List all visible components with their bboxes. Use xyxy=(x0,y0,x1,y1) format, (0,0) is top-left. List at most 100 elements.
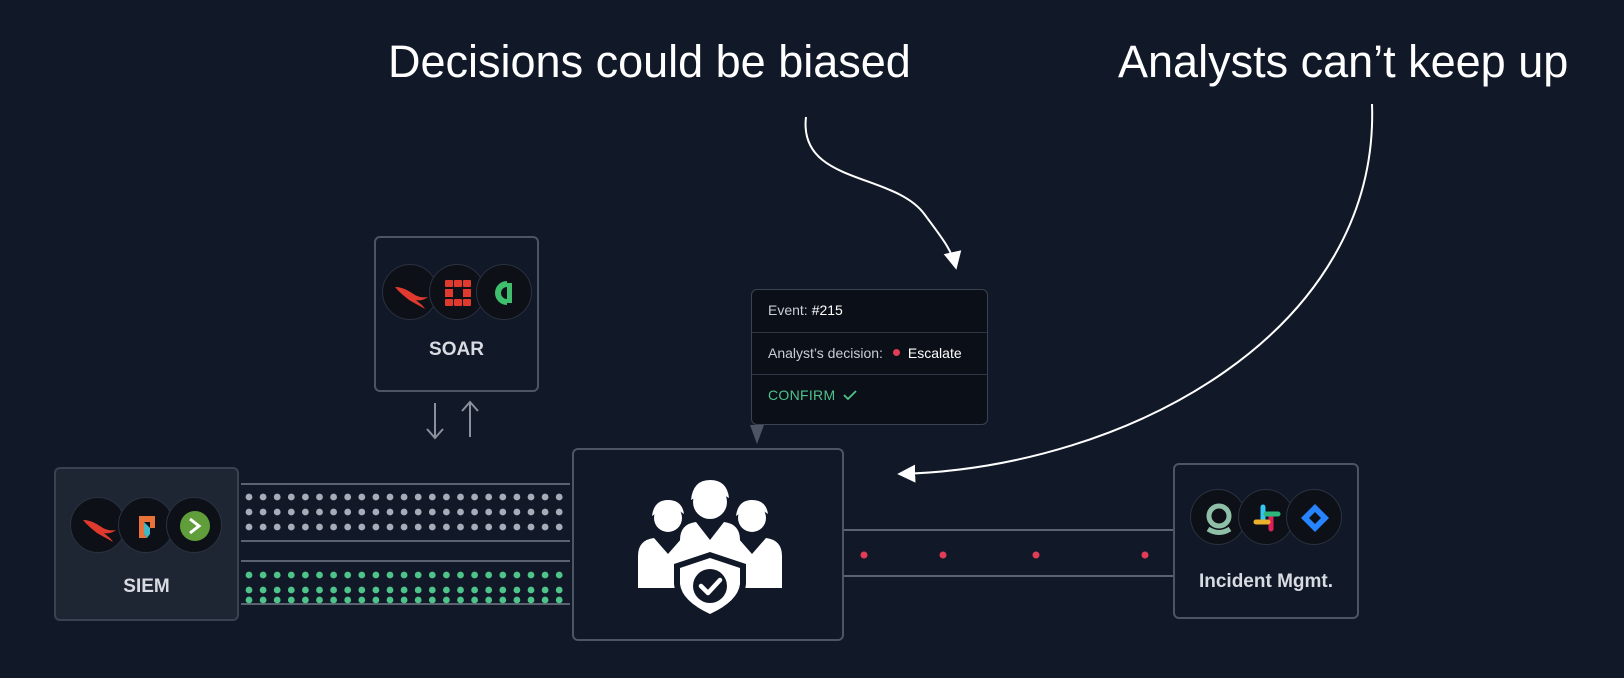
flow-dot xyxy=(428,571,436,579)
flow-dot xyxy=(414,571,422,579)
flow-dot xyxy=(428,523,436,531)
flow-dot xyxy=(428,508,436,516)
confirm-label: CONFIRM xyxy=(768,386,836,403)
flow-dot xyxy=(485,571,493,579)
flow-dot xyxy=(358,493,366,501)
flow-dot xyxy=(513,508,521,516)
flow-dot xyxy=(471,493,478,501)
flow-dot xyxy=(443,523,450,531)
incident-mgmt-label: Incident Mgmt. xyxy=(1198,571,1334,592)
flow-dot xyxy=(245,508,253,516)
flow-dot xyxy=(330,508,337,516)
flow-dot xyxy=(457,586,464,594)
flow-dot xyxy=(330,493,337,501)
flow-dot xyxy=(555,493,563,501)
flow-dot xyxy=(330,596,337,604)
soar-card[interactable]: SOAR xyxy=(374,236,539,392)
flow-dot xyxy=(555,571,563,579)
flow-dot xyxy=(386,596,394,604)
checkmark-icon xyxy=(843,389,858,400)
flow-dot xyxy=(485,586,493,594)
flow-dot xyxy=(499,586,507,594)
siem-label: SIEM xyxy=(123,576,170,597)
cortex-icon xyxy=(476,264,532,320)
flow-dot xyxy=(287,508,295,516)
event-row: Event: #215 xyxy=(752,290,987,330)
flow-dot xyxy=(513,596,521,604)
headline-analysts-cant-keep-up: Analysts can’t keep up xyxy=(1118,36,1569,87)
flow-dot xyxy=(443,508,450,516)
flow-dot xyxy=(259,523,267,531)
flow-dot xyxy=(457,508,464,516)
analyst-team-shield-icon xyxy=(638,480,782,620)
green-dot-grid xyxy=(245,571,563,604)
fortinet-icon xyxy=(429,264,485,320)
flow-dot xyxy=(513,493,521,501)
flow-dot xyxy=(485,596,493,604)
flow-dot xyxy=(457,523,464,531)
soar-label: SOAR xyxy=(429,339,484,360)
confirm-button[interactable]: CONFIRM xyxy=(752,374,987,414)
headline-decisions-biased: Decisions could be biased xyxy=(388,36,911,87)
flow-dot xyxy=(400,493,408,501)
flow-dot xyxy=(245,586,253,594)
flow-dot xyxy=(541,508,549,516)
flow-dot xyxy=(386,493,394,501)
flow-dot xyxy=(344,508,352,516)
flow-dot xyxy=(400,571,408,579)
flow-dot xyxy=(414,493,422,501)
flow-dot xyxy=(273,571,281,579)
flow-dot xyxy=(273,508,281,516)
flow-dot xyxy=(527,493,535,501)
decision-popup: Event: #215 Analyst’s decision: Escalate… xyxy=(751,289,988,425)
flow-dot xyxy=(386,586,394,594)
flow-dot xyxy=(316,596,323,604)
checkmark-icon xyxy=(698,577,723,596)
status-dot-icon xyxy=(892,349,900,356)
flow-dot xyxy=(302,508,309,516)
flow-dot xyxy=(372,586,380,594)
flow-dot xyxy=(386,508,394,516)
flow-dot xyxy=(499,508,507,516)
event-id: #215 xyxy=(811,302,843,318)
flow-dot xyxy=(541,493,549,501)
flow-dot xyxy=(273,596,281,604)
flow-dot xyxy=(513,523,521,531)
flow-dot xyxy=(527,523,535,531)
flow-dot xyxy=(443,493,450,501)
siem-card[interactable]: SIEM xyxy=(54,467,239,621)
flow-dot xyxy=(316,493,323,501)
flow-dot xyxy=(302,586,309,594)
flow-dot xyxy=(386,571,394,579)
flow-dot xyxy=(358,596,366,604)
flow-dot xyxy=(400,586,408,594)
flow-dot xyxy=(499,571,507,579)
flow-dot xyxy=(302,596,309,604)
flow-dot xyxy=(471,508,478,516)
flow-dot xyxy=(316,523,323,531)
flow-dot xyxy=(555,596,563,604)
flow-dot xyxy=(471,523,478,531)
flow-dot xyxy=(471,571,478,579)
flow-dot xyxy=(316,586,323,594)
flow-dot xyxy=(541,523,549,531)
flow-dot xyxy=(358,586,366,594)
analyst-team-card[interactable] xyxy=(572,448,844,641)
flow-dot xyxy=(499,523,507,531)
flow-dot xyxy=(316,508,323,516)
flow-dot xyxy=(259,508,267,516)
flow-dot xyxy=(344,493,352,501)
flow-dot xyxy=(527,596,535,604)
flow-dot xyxy=(400,508,408,516)
incident-mgmt-card[interactable]: Incident Mgmt. xyxy=(1173,463,1359,619)
flow-dot xyxy=(513,586,521,594)
siem-pipe-lines xyxy=(241,483,570,605)
flow-dot xyxy=(330,571,337,579)
curved-arrow-right xyxy=(897,103,1374,483)
flow-dot xyxy=(287,493,295,501)
opsgenie-icon xyxy=(1190,489,1246,545)
flow-dot xyxy=(499,596,507,604)
flow-dot xyxy=(428,586,436,594)
flow-dot xyxy=(457,493,464,501)
